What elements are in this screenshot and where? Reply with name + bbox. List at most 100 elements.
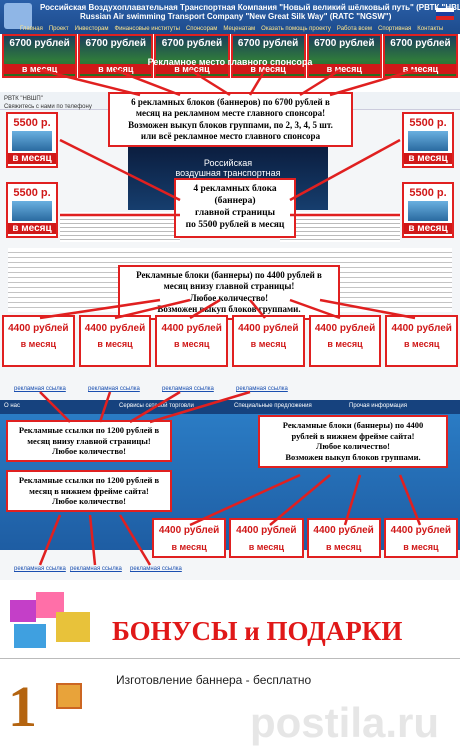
nav-item[interactable]: Финансовые институты <box>114 25 180 32</box>
bottom-ad-price: 4400 рублей <box>158 525 220 536</box>
main-nav: Главная Проект Инвесторам Финансовые инстит… <box>0 23 460 34</box>
note-line: месяц внизу главной страницы! <box>27 435 151 446</box>
top-ad-price: 6700 рублей <box>237 38 299 49</box>
top-ad-price: 6700 рублей <box>161 38 223 49</box>
side-ad-right-1[interactable]: 5500 р. в месяц <box>402 112 454 168</box>
side-ad-period: в месяц <box>404 223 452 234</box>
note-line: Любое количество! <box>189 292 269 303</box>
bottom-ad-period: в месяц <box>325 542 362 552</box>
side-ad-period: в месяц <box>8 153 56 164</box>
footer-tab[interactable]: Специальные предложения <box>234 403 312 409</box>
note-line: рублей в нижнем фрейме сайта! <box>291 430 415 441</box>
mid-ad-row: 4400 рублей в месяц 4400 рублей в месяц 4400… <box>2 315 459 367</box>
gift-icon <box>56 612 90 642</box>
mid-ad-period: в месяц <box>404 339 440 349</box>
footer-tabs: О нас Сервисы сетевой торговли Специальные… <box>0 400 460 414</box>
ad-link[interactable]: рекламная ссылка <box>162 386 214 392</box>
note-line: главной страницы <box>195 207 275 218</box>
footer-ad-link[interactable]: рекламная ссылка <box>14 566 66 572</box>
ad-link[interactable]: рекламная ссылка <box>88 386 140 392</box>
note-line: Рекламные ссылки по 1200 рублей в <box>18 425 160 435</box>
mid-ad-price: 4400 рублей <box>314 323 376 334</box>
note-mid-ads: Рекламные блоки (баннеры) по 4400 рублей… <box>118 265 340 320</box>
ad-link[interactable]: рекламная ссылка <box>236 386 288 392</box>
top-ad-banner[interactable]: 6700 рублей в месяц <box>230 34 306 78</box>
note-links-main: Рекламные ссылки по 1200 рублей в месяц … <box>6 420 172 462</box>
bottom-ad-banner[interactable]: 4400 рублей в месяц <box>383 518 458 558</box>
nav-item[interactable]: Проект <box>48 25 69 32</box>
side-ad-price: 5500 р. <box>409 187 447 199</box>
ad-link[interactable]: рекламная ссылка <box>14 386 66 392</box>
company-short-name: РВТК "НВШП" <box>4 96 43 102</box>
footer-tab[interactable]: Сервисы сетевой торговли <box>119 403 194 409</box>
mid-ad-banner[interactable]: 4400 рублей в месяц <box>385 315 459 367</box>
bonus-item-1: 1 Изготовление баннера - бесплатно posti… <box>0 658 460 751</box>
note-line: 4 рекламных блока <box>193 184 277 194</box>
footer-ad-link[interactable]: рекламная ссылка <box>130 566 182 572</box>
gift-icon <box>56 683 82 709</box>
note-line: Любое количество! <box>52 496 126 507</box>
nav-item[interactable]: Оказать помощь проекту <box>261 25 331 32</box>
mid-ad-banner[interactable]: 4400 рублей в месяц <box>155 315 229 367</box>
note-line: Рекламные ссылки по 1200 рублей в <box>18 475 160 485</box>
nav-item[interactable]: Главная <box>20 25 43 32</box>
side-ad-price: 5500 р. <box>13 187 51 199</box>
note-line: (баннера) <box>214 195 256 206</box>
footer-ad-link[interactable]: рекламная ссылка <box>70 566 122 572</box>
note-line: Возможен выкуп блоков группами. <box>285 451 421 462</box>
site-header: Российская Воздухоплавательная Транспорт… <box>0 0 460 34</box>
russia-flag-icon[interactable] <box>436 8 454 20</box>
bottom-ad-period: в месяц <box>403 542 439 552</box>
note-line: месяц в нижнем фрейме сайта! <box>29 485 149 496</box>
company-logo[interactable] <box>4 3 32 29</box>
bonus-section: БОНУСЫ и ПОДАРКИ <box>0 590 460 650</box>
mid-ad-price: 4400 рублей <box>161 323 222 334</box>
nav-item[interactable]: Инвесторам <box>74 25 109 32</box>
nav-item[interactable]: Контакты <box>417 25 444 32</box>
side-ad-left-2[interactable]: 5500 р. в месяц <box>6 182 58 238</box>
note-line: Любое количество! <box>52 446 126 457</box>
note-line: Любое количество! <box>316 441 390 452</box>
footer-tab[interactable]: Прочая информация <box>349 403 408 409</box>
nav-item[interactable]: Спортивная <box>377 25 412 32</box>
banner-image <box>408 131 448 151</box>
note-line: Рекламные блоки (баннеры) по 4400 рублей… <box>136 270 322 280</box>
nav-item[interactable]: Меценатам <box>223 25 256 32</box>
nav-item[interactable]: Спонсорам <box>185 25 218 32</box>
banner-image <box>12 131 52 151</box>
side-ad-period: в месяц <box>8 223 56 234</box>
bonus-title: БОНУСЫ и ПОДАРКИ <box>112 616 403 646</box>
bottom-ad-price: 4400 рублей <box>390 525 452 536</box>
bottom-ad-price: 4400 рублей <box>313 525 374 536</box>
top-ad-period: в месяц <box>232 64 304 74</box>
mid-ad-banner[interactable]: 4400 рублей в месяц <box>2 315 75 367</box>
item-number: 1 <box>8 674 37 739</box>
mid-ad-period: в месяц <box>173 339 210 349</box>
mid-ad-price: 4400 рублей <box>84 323 146 334</box>
mid-ad-price: 4400 рублей <box>391 323 452 334</box>
side-ad-left-1[interactable]: 5500 р. в месяц <box>6 112 58 168</box>
side-ad-right-2[interactable]: 5500 р. в месяц <box>402 182 454 238</box>
mid-ad-period: в месяц <box>250 339 287 349</box>
footer-tab[interactable]: О нас <box>4 403 20 409</box>
banner-image <box>408 201 448 221</box>
nav-item[interactable]: Работа всем <box>336 25 372 32</box>
top-ad-price: 6700 рублей <box>390 38 451 49</box>
note-side-ads: 4 рекламных блока (баннера) главной стра… <box>174 178 296 238</box>
article-text-left <box>60 212 180 242</box>
mid-ad-period: в месяц <box>20 339 57 349</box>
bottom-ad-banner[interactable]: 4400 рублей в месяц <box>306 518 381 558</box>
mid-ad-price: 4400 рублей <box>8 323 69 334</box>
contact-line[interactable]: Свяжитесь с нами по телефону <box>4 104 92 110</box>
bottom-ad-row: 4400 рублей в месяц 4400 рублей в месяц 4400… <box>152 518 458 558</box>
